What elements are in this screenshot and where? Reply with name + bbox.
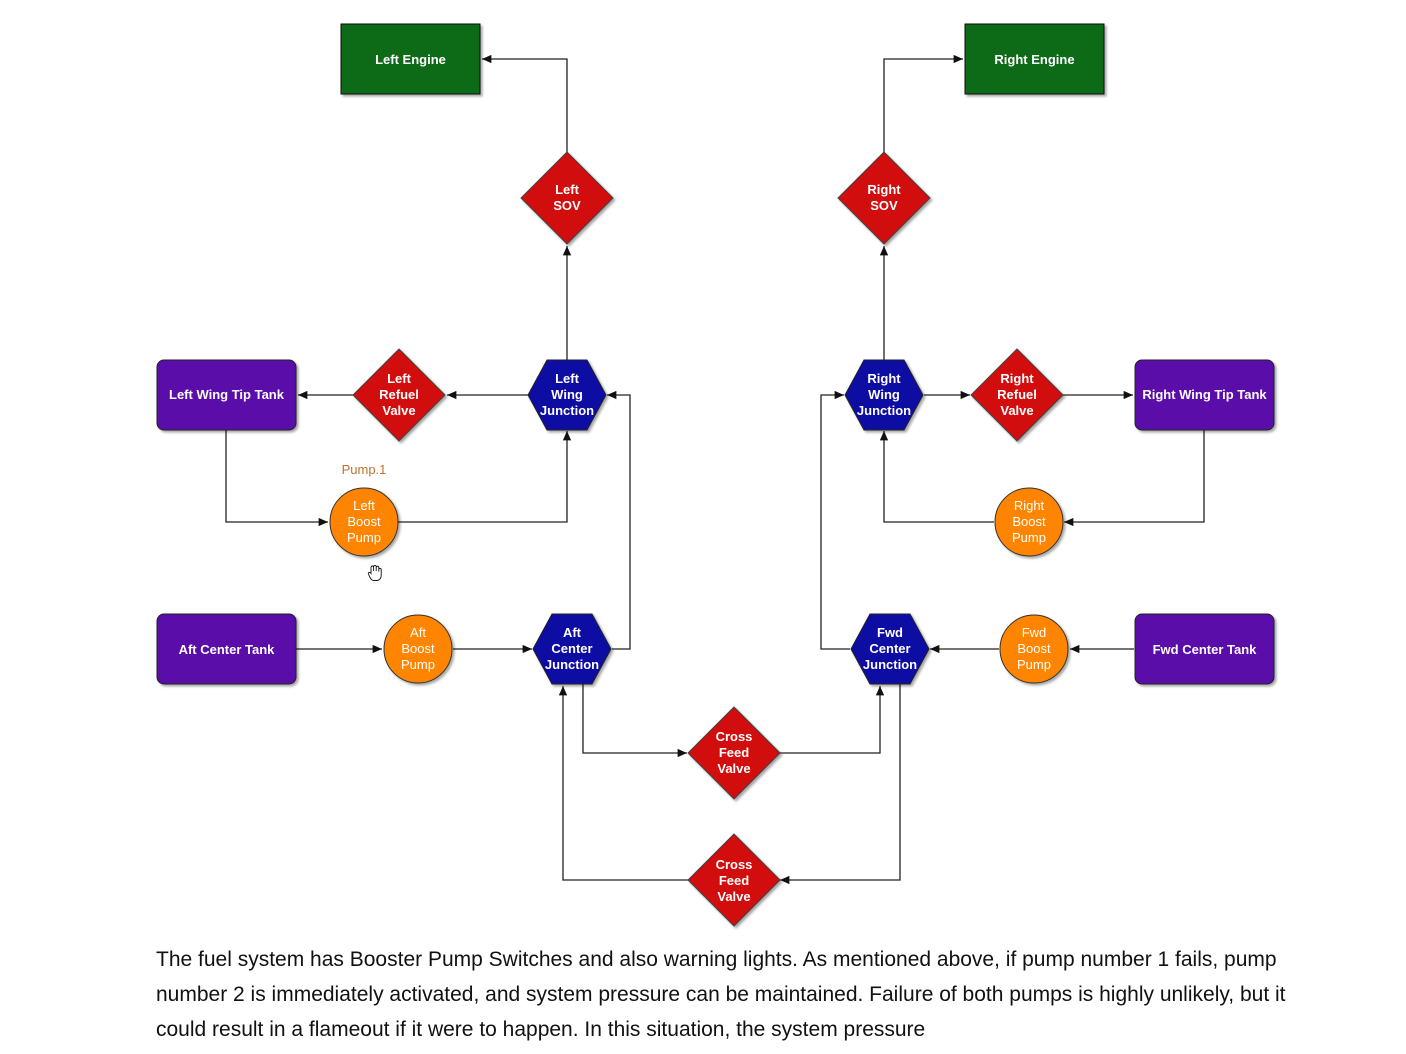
cross-feed-valve-2-node: Cross Feed Valve	[687, 833, 781, 927]
cross-feed-valve-1-label-2: Feed	[719, 745, 749, 760]
edge-cross-feed-valve-2-to-aft-center-junction	[558, 686, 688, 881]
left-boost-pump-label-3: Pump	[347, 530, 381, 545]
left-sov-node: Left SOV	[520, 151, 614, 245]
left-refuel-valve-label-1: Left	[387, 371, 412, 386]
left-wing-junction-node: Left Wing Junction	[527, 359, 607, 431]
left-refuel-valve-label-3: Valve	[382, 403, 415, 418]
right-wing-junction-label-1: Right	[867, 371, 901, 386]
fwd-center-junction-label-2: Center	[869, 641, 910, 656]
left-boost-pump-label-2: Boost	[347, 514, 381, 529]
cross-feed-valve-2-label-2: Feed	[719, 873, 749, 888]
aft-boost-pump-label-2: Boost	[401, 641, 435, 656]
cross-feed-valve-2-label-3: Valve	[717, 889, 750, 904]
fwd-center-tank-label: Fwd Center Tank	[1153, 642, 1258, 657]
left-sov-label-2: SOV	[553, 198, 581, 213]
right-boost-pump-label-1: Right	[1014, 498, 1045, 513]
cross-feed-valve-1-label-1: Cross	[716, 729, 753, 744]
right-boost-pump-label-3: Pump	[1012, 530, 1046, 545]
left-refuel-valve-label-2: Refuel	[379, 387, 419, 402]
cross-feed-valve-2-label-1: Cross	[716, 857, 753, 872]
description-paragraph: The fuel system has Booster Pump Switche…	[156, 948, 1286, 1041]
left-engine-node: Left Engine	[340, 23, 481, 95]
left-sov-label-1: Left	[555, 182, 580, 197]
right-wing-tip-tank-node: Right Wing Tip Tank	[1134, 359, 1275, 431]
connections	[225, 54, 1205, 885]
aft-center-tank-node: Aft Center Tank	[156, 613, 297, 685]
fwd-center-junction-label-1: Fwd	[877, 625, 903, 640]
left-wing-tip-tank-node: Left Wing Tip Tank	[156, 359, 297, 431]
aft-center-junction-label-1: Aft	[563, 625, 582, 640]
left-engine-label: Left Engine	[375, 52, 446, 67]
right-refuel-valve-label-3: Valve	[1000, 403, 1033, 418]
left-wing-junction-label-3: Junction	[540, 403, 594, 418]
edge-left-sov-to-left-engine	[482, 54, 568, 152]
cross-feed-valve-1-node: Cross Feed Valve	[687, 706, 781, 800]
hand-cursor-icon	[367, 564, 382, 581]
right-engine-node: Right Engine	[964, 23, 1105, 95]
aft-boost-pump-node: Aft Boost Pump	[383, 614, 453, 684]
right-sov-node: Right SOV	[837, 151, 931, 245]
right-sov-label-2: SOV	[870, 198, 898, 213]
right-wing-junction-label-2: Wing	[868, 387, 900, 402]
edge-right-sov-to-right-engine	[883, 54, 963, 152]
left-wing-tip-tank-label: Left Wing Tip Tank	[169, 387, 285, 402]
edge-aft-center-junction-to-left-wing-junction	[607, 390, 631, 650]
fwd-center-junction-node: Fwd Center Junction	[850, 613, 930, 685]
pump-caption: Pump.1	[342, 462, 387, 477]
left-wing-junction-label-1: Left	[555, 371, 580, 386]
edge-aft-center-junction-to-cross-feed-valve-1	[582, 684, 687, 758]
right-refuel-valve-label-1: Right	[1000, 371, 1034, 386]
cross-feed-valve-1-label-3: Valve	[717, 761, 750, 776]
edge-left-boost-pump-to-left-wing-junction	[398, 431, 572, 523]
edge-right-wing-tip-tank-to-right-boost-pump	[1064, 430, 1205, 527]
fwd-center-junction-label-3: Junction	[863, 657, 917, 672]
fwd-center-tank-node: Fwd Center Tank	[1134, 613, 1275, 685]
right-engine-label: Right Engine	[994, 52, 1074, 67]
aft-center-junction-label-3: Junction	[545, 657, 599, 672]
left-boost-pump-node[interactable]: Left Boost Pump	[329, 487, 399, 557]
edge-fwd-center-junction-to-cross-feed-valve-2	[780, 684, 901, 885]
fwd-boost-pump-label-1: Fwd	[1022, 625, 1047, 640]
left-wing-junction-label-2: Wing	[551, 387, 583, 402]
right-sov-label-1: Right	[867, 182, 901, 197]
aft-boost-pump-label-3: Pump	[401, 657, 435, 672]
fwd-boost-pump-label-3: Pump	[1017, 657, 1051, 672]
right-refuel-valve-label-2: Refuel	[997, 387, 1037, 402]
right-wing-junction-node: Right Wing Junction	[844, 359, 924, 431]
fwd-boost-pump-node: Fwd Boost Pump	[999, 614, 1069, 684]
right-wing-tip-tank-label: Right Wing Tip Tank	[1142, 387, 1267, 402]
fuel-system-diagram: Left Engine Right Engine Left SOV Right …	[156, 23, 1275, 927]
right-refuel-valve-node: Right Refuel Valve	[970, 348, 1064, 442]
left-boost-pump-label-1: Left	[353, 498, 375, 513]
edge-right-boost-pump-to-right-wing-junction	[879, 431, 994, 523]
edge-left-wing-tip-tank-to-left-boost-pump	[225, 430, 328, 527]
fwd-boost-pump-label-2: Boost	[1017, 641, 1051, 656]
right-wing-junction-label-3: Junction	[857, 403, 911, 418]
aft-center-junction-node: Aft Center Junction	[532, 613, 612, 685]
right-boost-pump-node: Right Boost Pump	[994, 487, 1064, 557]
right-boost-pump-label-2: Boost	[1012, 514, 1046, 529]
aft-center-tank-label: Aft Center Tank	[179, 642, 276, 657]
aft-center-junction-label-2: Center	[551, 641, 592, 656]
left-refuel-valve-node: Left Refuel Valve	[352, 348, 446, 442]
edge-cross-feed-valve-1-to-fwd-center-junction	[779, 686, 885, 754]
aft-boost-pump-label-1: Aft	[410, 625, 426, 640]
edge-fwd-center-junction-to-right-wing-junction	[820, 390, 850, 650]
